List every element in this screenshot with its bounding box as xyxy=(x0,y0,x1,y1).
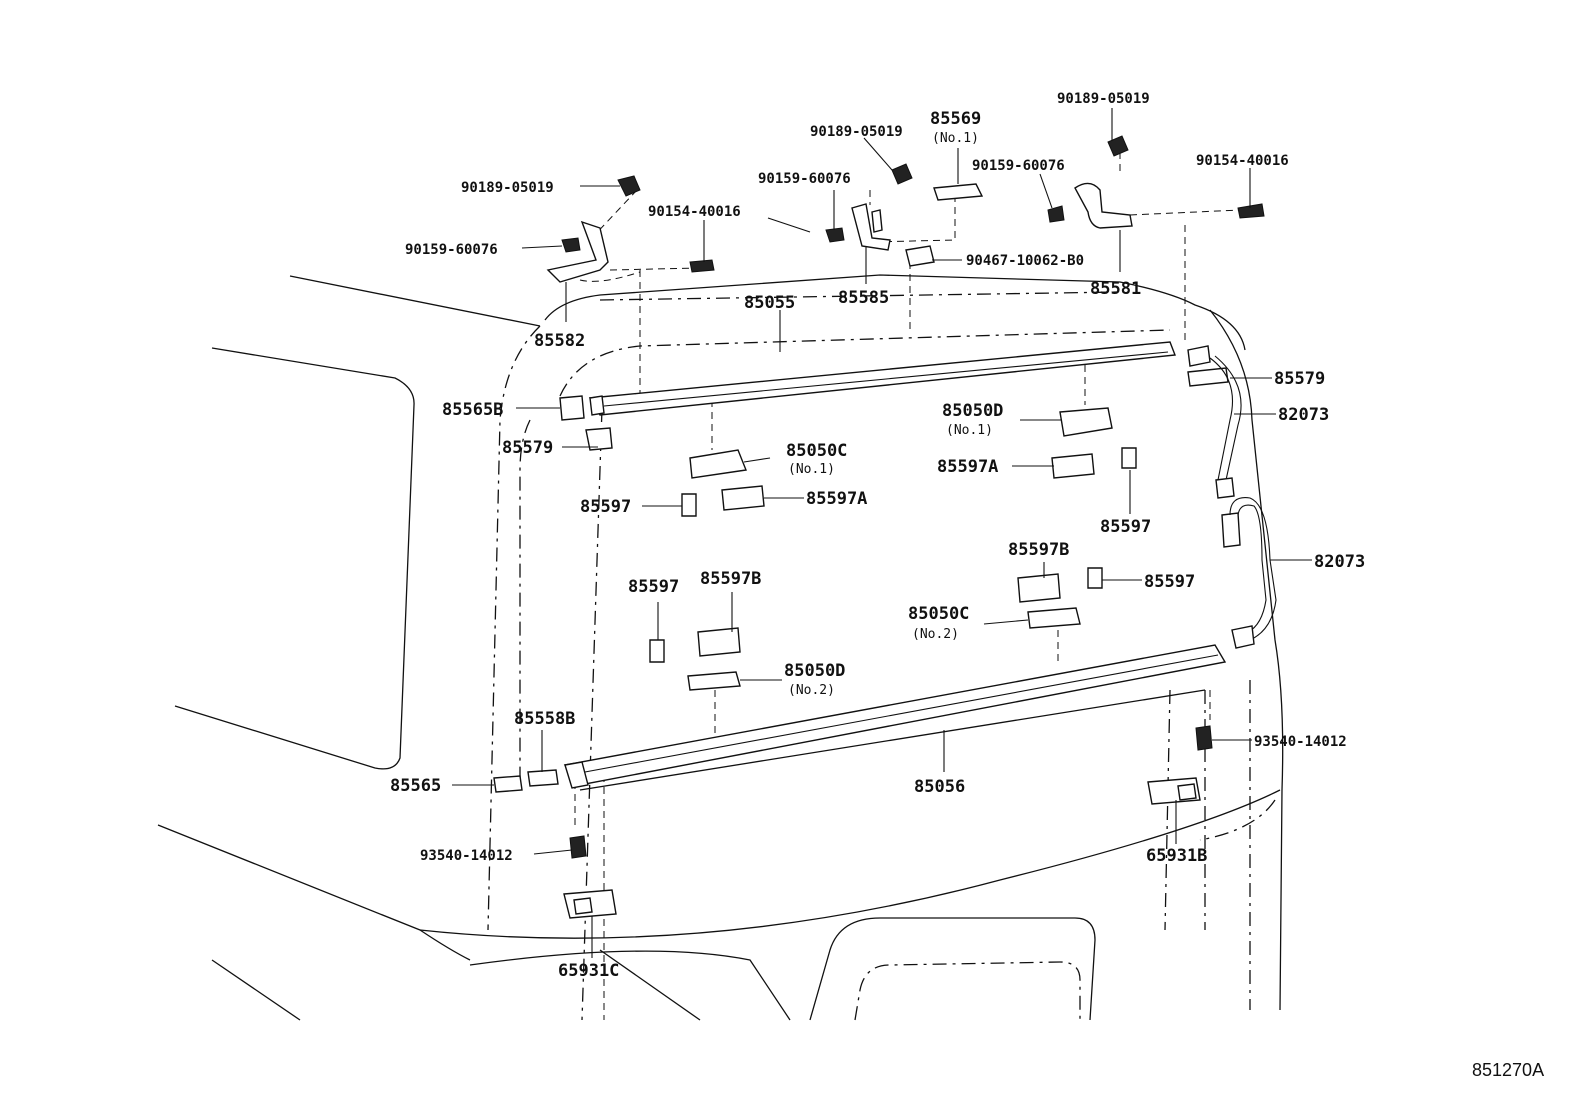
clip-85565b xyxy=(559,395,585,421)
label-90159-60076-c: 90159-60076 xyxy=(972,158,1065,174)
bracket-85585 xyxy=(851,203,891,251)
label-85582: 85582 xyxy=(534,331,585,351)
label-85597a-right: 85597A xyxy=(937,457,998,477)
label-90189-05019-c: 90189-05019 xyxy=(1057,91,1150,107)
upper-rail-85055 xyxy=(588,341,1176,416)
clip-85597b-parts xyxy=(697,573,1061,657)
label-93540-14012-a: 93540-14012 xyxy=(420,848,513,864)
label-85050c-no1-sub: (No.1) xyxy=(788,462,835,477)
label-85055: 85055 xyxy=(744,293,795,313)
label-85597-d: 85597 xyxy=(628,577,679,597)
label-90189-05019-a: 90189-05019 xyxy=(461,180,554,196)
label-90467-10062-b0: 90467-10062-B0 xyxy=(966,253,1084,269)
label-85597a-left: 85597A xyxy=(806,489,867,509)
label-85050d-no2-sub: (No.2) xyxy=(788,683,835,698)
holder-85050d-no2 xyxy=(687,671,741,691)
clip-85579-right xyxy=(1187,367,1229,387)
stud-85597-parts xyxy=(649,447,1137,663)
label-85585: 85585 xyxy=(838,288,889,308)
holder-85050c-no2 xyxy=(1027,607,1081,629)
cover-65931c xyxy=(563,889,617,919)
figure-code: 851270A xyxy=(1472,1060,1544,1080)
label-82073-a: 82073 xyxy=(1278,405,1329,425)
label-85050d-no1: 85050D xyxy=(942,401,1003,421)
label-65931c: 65931C xyxy=(558,961,619,981)
clip-85597a-left xyxy=(721,485,765,511)
pad-85569 xyxy=(933,183,984,201)
cover-65931b xyxy=(1147,777,1201,805)
label-90154-40016-a: 90154-40016 xyxy=(648,204,741,220)
label-85050c-no1: 85050C xyxy=(786,441,847,461)
label-85050d-no2: 85050D xyxy=(784,661,845,681)
label-85579-right: 85579 xyxy=(1274,369,1325,389)
label-85056: 85056 xyxy=(914,777,965,797)
holder-85050c-no1 xyxy=(689,449,747,479)
leader-lines xyxy=(452,108,1312,958)
bracket-85582 xyxy=(546,220,609,283)
label-85597b-left: 85597B xyxy=(700,569,761,589)
label-85597-a: 85597 xyxy=(580,497,631,517)
label-90154-40016-b: 90154-40016 xyxy=(1196,153,1289,169)
clip-85597a-right xyxy=(1051,453,1095,479)
label-85050c-no2-sub: (No.2) xyxy=(912,627,959,642)
label-65931b: 65931B xyxy=(1146,846,1207,866)
lower-rail-85056 xyxy=(563,644,1227,789)
label-85565: 85565 xyxy=(390,776,441,796)
part-number-labels: 90189-05019 90159-60076 85582 90154-4001… xyxy=(390,91,1365,981)
label-85569-sub: (No.1) xyxy=(932,131,979,146)
label-93540-14012-b: 93540-14012 xyxy=(1254,734,1347,750)
clip-85565-85558b xyxy=(493,769,559,793)
label-85597b-right: 85597B xyxy=(1008,540,1069,560)
hose-82073 xyxy=(1187,345,1277,649)
label-85558b: 85558B xyxy=(514,709,575,729)
screw-93540-14012 xyxy=(569,725,1213,859)
label-85050c-no2: 85050C xyxy=(908,604,969,624)
label-90159-60076-b: 90159-60076 xyxy=(758,171,851,187)
label-85579-left: 85579 xyxy=(502,438,553,458)
clip-85579-left xyxy=(585,427,613,451)
bracket-85581 xyxy=(1074,182,1133,229)
holder-85050d-no1 xyxy=(1059,407,1113,437)
vehicle-body-outline xyxy=(157,274,1284,1021)
label-90189-05019-b: 90189-05019 xyxy=(810,124,903,140)
label-90159-60076-a: 90159-60076 xyxy=(405,242,498,258)
screw-parts xyxy=(561,135,1265,273)
label-85597-c: 85597 xyxy=(1144,572,1195,592)
clip-90467-10062-b0 xyxy=(905,245,935,267)
label-85597-b: 85597 xyxy=(1100,517,1151,537)
label-85569: 85569 xyxy=(930,109,981,129)
label-82073-b: 82073 xyxy=(1314,552,1365,572)
label-85565b: 85565B xyxy=(442,400,503,420)
label-85581: 85581 xyxy=(1090,279,1141,299)
label-85050d-no1-sub: (No.1) xyxy=(946,423,993,438)
